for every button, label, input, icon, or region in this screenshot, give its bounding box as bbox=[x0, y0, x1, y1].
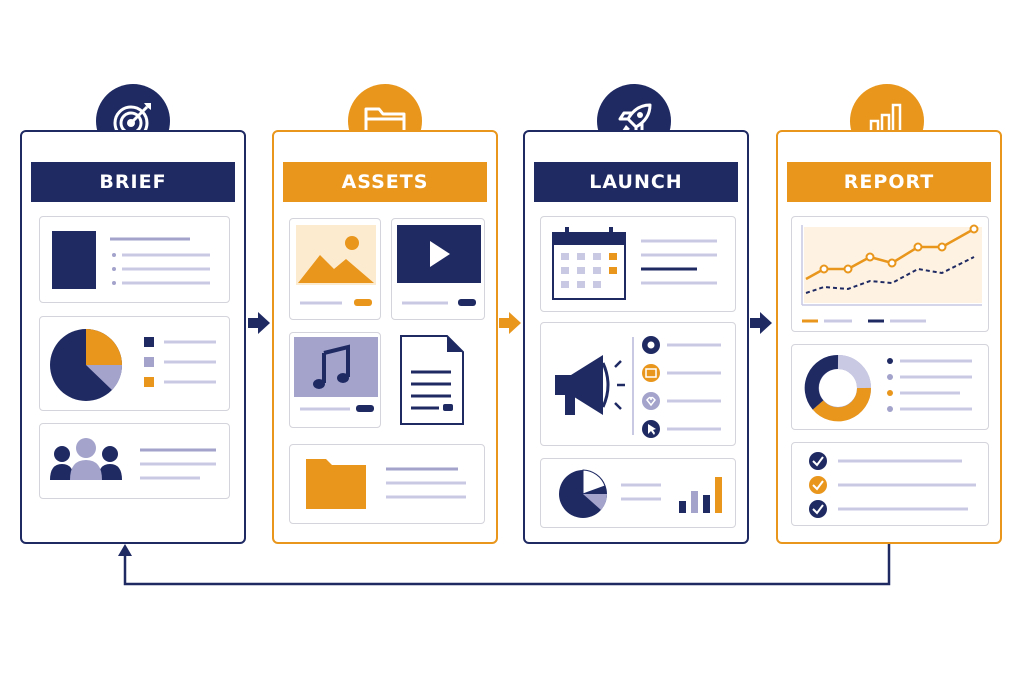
assets-folder-card bbox=[289, 444, 485, 524]
people-group-icon bbox=[50, 438, 216, 480]
flow-arrow-3 bbox=[750, 312, 772, 334]
line-chart-icon bbox=[801, 224, 982, 323]
report-line-chart-card bbox=[791, 216, 989, 332]
folder-icon bbox=[306, 459, 466, 509]
launch-megaphone-card bbox=[540, 322, 736, 446]
brief-document-card bbox=[39, 216, 230, 303]
flow-arrow-2 bbox=[499, 312, 521, 334]
text-document-icon bbox=[400, 335, 464, 425]
checklist-icon bbox=[809, 452, 976, 518]
music-note-icon bbox=[294, 337, 378, 412]
launch-stats-card bbox=[540, 458, 736, 528]
assets-panel: ASSETS bbox=[272, 130, 498, 544]
image-icon bbox=[296, 225, 376, 306]
launch-panel: LAUNCH bbox=[523, 130, 749, 544]
pie-chart-icon bbox=[50, 329, 216, 401]
calendar-icon bbox=[552, 227, 717, 300]
video-play-icon bbox=[397, 225, 481, 306]
report-checklist-card bbox=[791, 442, 989, 526]
stats-icon bbox=[559, 469, 722, 518]
brief-audience-card bbox=[39, 423, 230, 499]
report-donut-card bbox=[791, 344, 989, 430]
brief-header: BRIEF bbox=[31, 162, 235, 202]
document-block-icon bbox=[52, 231, 210, 289]
brief-pie-card bbox=[39, 316, 230, 411]
brief-panel: BRIEF bbox=[20, 130, 246, 544]
assets-document-card bbox=[391, 332, 485, 428]
megaphone-icon bbox=[555, 336, 721, 438]
assets-image-card bbox=[289, 218, 381, 320]
flow-arrow-1 bbox=[248, 312, 270, 334]
launch-calendar-card bbox=[540, 216, 736, 312]
donut-chart-icon bbox=[804, 354, 972, 422]
assets-audio-card bbox=[289, 332, 381, 428]
assets-header: ASSETS bbox=[283, 162, 487, 202]
launch-header: LAUNCH bbox=[534, 162, 738, 202]
report-header: REPORT bbox=[787, 162, 991, 202]
report-panel: REPORT bbox=[776, 130, 1002, 544]
assets-video-card bbox=[391, 218, 485, 320]
